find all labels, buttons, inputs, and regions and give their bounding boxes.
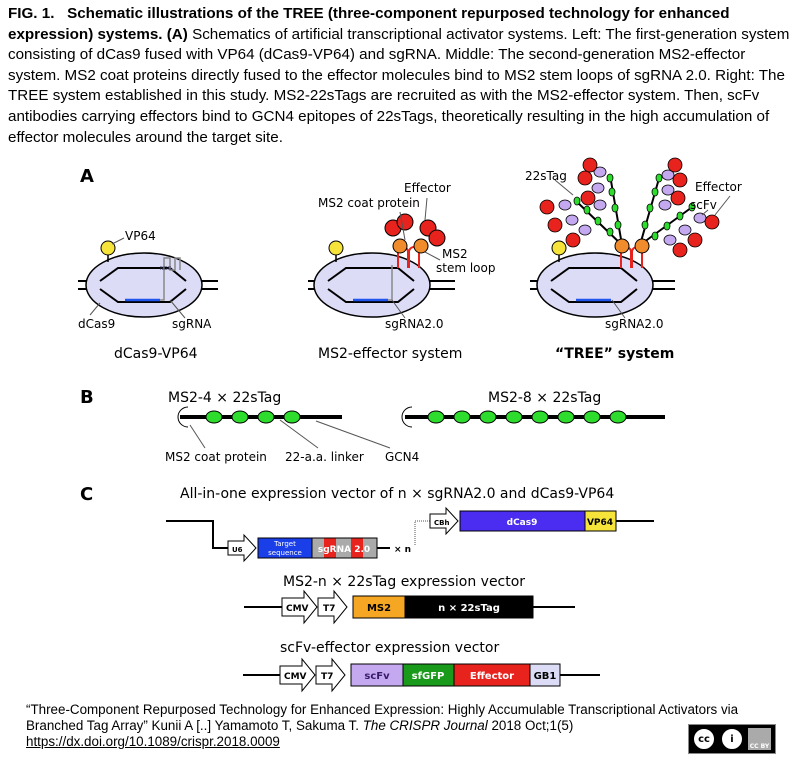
svg-text:“TREE” system: “TREE” system [555,346,674,362]
ms2-4-title: MS2-4 × 22sTag [168,390,281,406]
vp64-shape [100,240,116,256]
panel-c-label: C [80,484,93,505]
license-label: CC BY [748,728,771,750]
vector1-title: All-in-one expression vector of n × sgRN… [180,486,614,502]
svg-text:sgRNA 2.0: sgRNA 2.0 [318,545,370,555]
svg-text:U6: U6 [232,546,243,554]
ms2-tag-vector: CMV T7 MS2 n × 22sTag [244,589,575,625]
svg-text:sfGFP: sfGFP [412,671,445,682]
dcas9-vp64-diagram: NGG VP64 dCas9 sgRNA dCas9-VP64 [78,229,218,362]
svg-text:MS2: MS2 [367,603,391,614]
citation: “Three-Component Repurposed Technology f… [26,702,739,749]
svg-text:22sTag: 22sTag [525,169,567,183]
figure-diagram: A NGG VP64 dCas9 sgRNA dCas9-VP64 Effect… [78,157,742,693]
all-in-one-vector: U6 Target sequence sgRNA 2.0 × n CBh dCa… [166,506,654,563]
figure-label: FIG. 1. [8,5,55,22]
vector2-title: MS2-n × 22sTag expression vector [283,574,525,590]
svg-text:sequence: sequence [268,549,302,557]
svg-text:MS2-effector system: MS2-effector system [318,346,462,362]
svg-text:Effector: Effector [404,181,451,195]
doi-link[interactable]: https://dx.doi.org/10.1089/crispr.2018.0… [26,734,280,749]
cc-icon: cc [692,727,716,751]
svg-text:MS2: MS2 [442,247,468,261]
svg-text:scFv: scFv [364,671,390,682]
svg-text:dCas9: dCas9 [507,518,538,528]
panel-a-ref: (A) [166,25,188,43]
ms2-4-tag-diagram [177,406,342,428]
tree-system-diagram: 22sTag Effector scFv sgRNA2.0 “TREE” sys… [525,157,742,362]
svg-text:T7: T7 [323,604,335,614]
svg-text:MS2 coat protein: MS2 coat protein [165,450,267,464]
attribution-icon: i [720,727,744,751]
svg-text:Effector: Effector [695,180,742,194]
dcas9-shape [85,252,203,318]
svg-text:scFv: scFv [690,198,717,212]
journal-name: The CRISPR Journal [362,718,488,733]
svg-text:× n: × n [394,545,411,555]
panel-b-label: B [80,387,94,408]
vector3-title: scFv-effector expression vector [280,640,499,656]
svg-text:Effector: Effector [470,671,514,682]
ms2-8-title: MS2-8 × 22sTag [488,390,601,406]
caption-body: Schematics of artificial transcriptional… [8,25,790,146]
svg-text:CBh: CBh [434,519,449,527]
dcas9-vp64-title: dCas9-VP64 [114,346,198,362]
svg-text:Target: Target [273,540,296,548]
svg-text:T7: T7 [321,672,333,682]
panel-a-label: A [80,166,94,187]
ms2-8-tag-diagram [401,406,665,428]
scfv-effector-vector: CMV T7 scFv sfGFP Effector GB1 [243,657,600,693]
svg-text:stem loop: stem loop [436,261,495,275]
figure-caption: FIG. 1. Schematic illustrations of the T… [8,4,798,148]
svg-text:VP64: VP64 [125,229,156,243]
svg-text:sgRNA2.0: sgRNA2.0 [605,317,663,331]
svg-text:n × 22sTag: n × 22sTag [438,603,500,614]
figure-title: Schematic illustrations of the TREE (thr… [8,5,730,43]
svg-text:CMV: CMV [284,672,307,682]
svg-text:VP64: VP64 [587,518,613,528]
ms2-effector-diagram: Effector MS2 coat protein MS2 stem loop … [308,181,495,362]
svg-text:GCN4: GCN4 [385,450,419,464]
svg-text:dCas9: dCas9 [78,317,115,331]
svg-text:GB1: GB1 [534,671,557,682]
svg-text:sgRNA: sgRNA [172,317,212,331]
svg-text:22-a.a. linker: 22-a.a. linker [285,450,364,464]
svg-text:NGG: NGG [160,266,172,272]
svg-text:sgRNA2.0: sgRNA2.0 [385,317,443,331]
svg-text:MS2 coat protein: MS2 coat protein [318,196,420,210]
svg-text:CMV: CMV [286,604,309,614]
